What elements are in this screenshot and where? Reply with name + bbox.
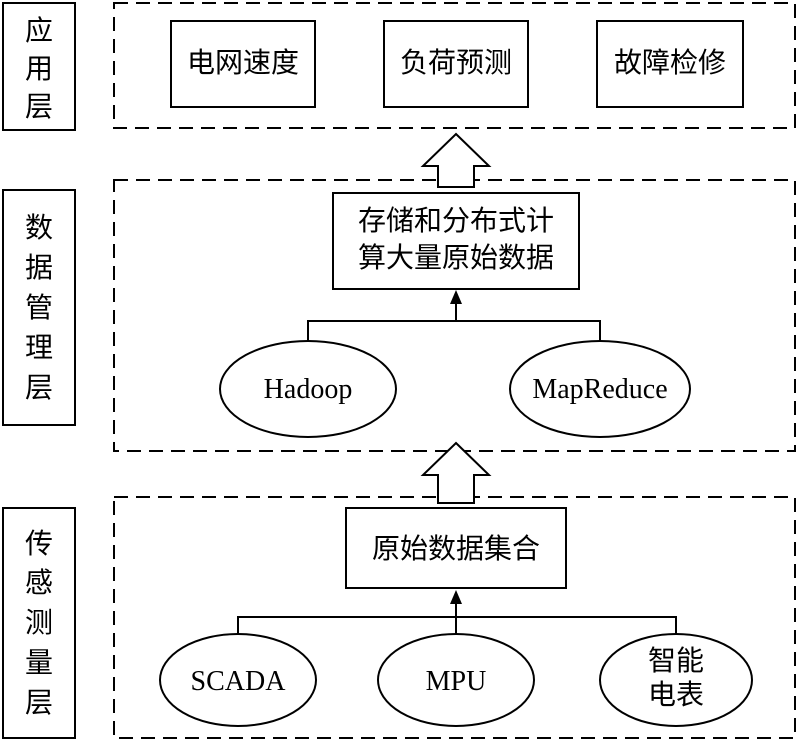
connector-bracket: [307, 320, 601, 357]
application-box: [383, 20, 529, 108]
data-management-layer-label-box: [2, 189, 76, 426]
data-management-layer-char: 理: [25, 331, 53, 364]
application-layer-container: [113, 2, 796, 129]
mpu-label: MPU: [426, 666, 487, 697]
application-box: [596, 20, 744, 108]
block-arrow-up: [420, 441, 492, 504]
scada-ellipse: [159, 633, 317, 727]
data-management-layer-char: 据: [25, 251, 53, 284]
application-box: [170, 20, 316, 108]
storage-compute-line: 算大量原始数据: [358, 241, 554, 274]
application-box-label: 电网速度: [187, 46, 299, 79]
data-management-layer-char: 数: [25, 211, 53, 244]
mapreduce-label: MapReduce: [532, 374, 667, 405]
sensing-layer-char: 传: [25, 527, 53, 560]
sensing-layer-char: 量: [25, 646, 53, 679]
sensing-layer-char: 层: [25, 686, 53, 719]
data-management-layer-char: 管: [25, 291, 53, 324]
mapreduce-ellipse: [509, 340, 691, 438]
storage-compute-box: [332, 192, 580, 290]
smart-meter-line: 智能: [648, 644, 704, 677]
arrowhead: [450, 290, 462, 304]
raw-data-set-box: [345, 507, 567, 589]
sensing-layer-label-box: [2, 507, 76, 739]
application-box-label: 负荷预测: [400, 46, 512, 79]
smart-meter-ellipse: [599, 633, 753, 727]
data-management-layer-char: 层: [25, 371, 53, 404]
block-arrow-up: [420, 132, 492, 188]
application-layer-label-box: [2, 2, 76, 131]
arrowhead: [450, 590, 462, 604]
application-layer-char: 用: [25, 52, 53, 85]
sensing-layer-char: 测: [25, 606, 53, 639]
storage-compute-line: 存储和分布式计: [358, 204, 554, 237]
hadoop-ellipse: [219, 340, 397, 438]
application-layer-char: 应: [25, 14, 53, 47]
application-box-label: 故障检修: [614, 46, 726, 79]
application-layer-char: 层: [25, 90, 53, 123]
sensing-layer-char: 感: [25, 566, 53, 599]
smart-meter-line: 电表: [648, 678, 704, 711]
scada-label: SCADA: [191, 666, 287, 697]
mpu-ellipse: [377, 633, 535, 727]
raw-data-set-label: 原始数据集合: [372, 532, 540, 565]
hadoop-label: Hadoop: [264, 374, 353, 405]
